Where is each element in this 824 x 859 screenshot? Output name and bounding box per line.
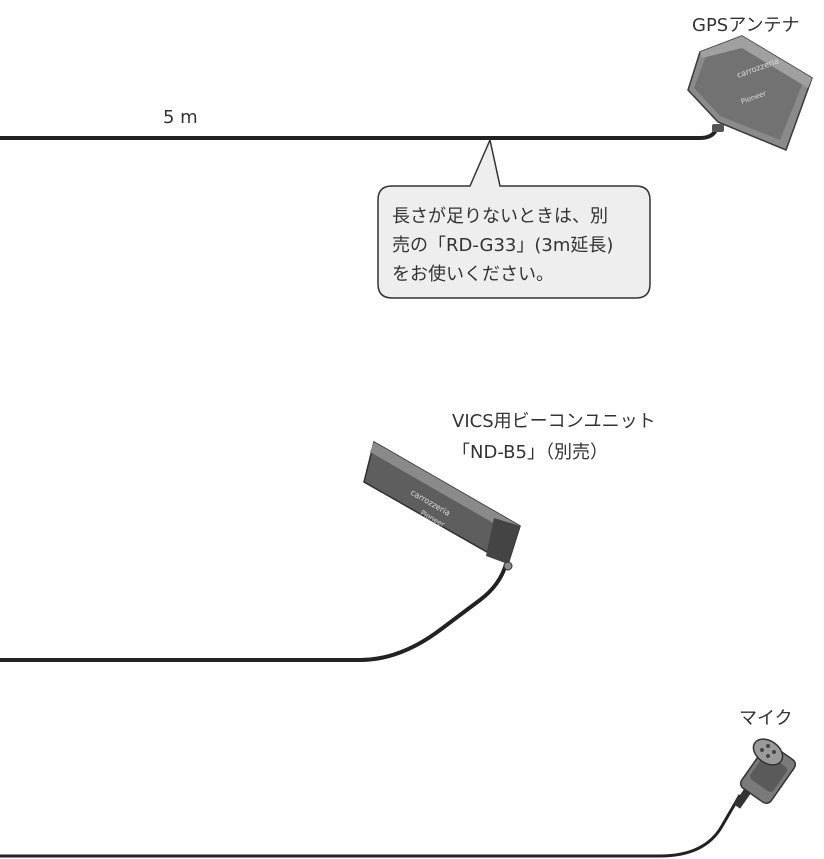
gps-cable (0, 128, 718, 140)
mic-cable (0, 794, 742, 858)
cable-length-label: 5 m (163, 107, 198, 128)
vics-beacon-device: carrozzeria Pioneer (363, 440, 521, 571)
vics-unit-label: VICS用ビーコンユニット (452, 411, 656, 432)
vics-cable (0, 563, 508, 662)
microphone-label: マイク (739, 708, 793, 729)
callout-bubble (377, 137, 651, 299)
callout-line-1: 長さが足りないときは、別 (392, 206, 608, 227)
callout-line-3: をお使いください。 (392, 264, 554, 285)
microphone-device (733, 738, 797, 809)
callout-line-2: 売の「RD-G33」(3m延長) (392, 235, 614, 256)
callout-text: 長さが足りないときは、別 売の「RD-G33」(3m延長) をお使いください。 (392, 202, 652, 289)
gps-antenna-device: carrozzeria Pioneer (687, 35, 813, 151)
gps-antenna-label: GPSアンテナ (692, 15, 800, 36)
vics-unit-model-label: 「ND-B5」（別売） (452, 442, 608, 463)
